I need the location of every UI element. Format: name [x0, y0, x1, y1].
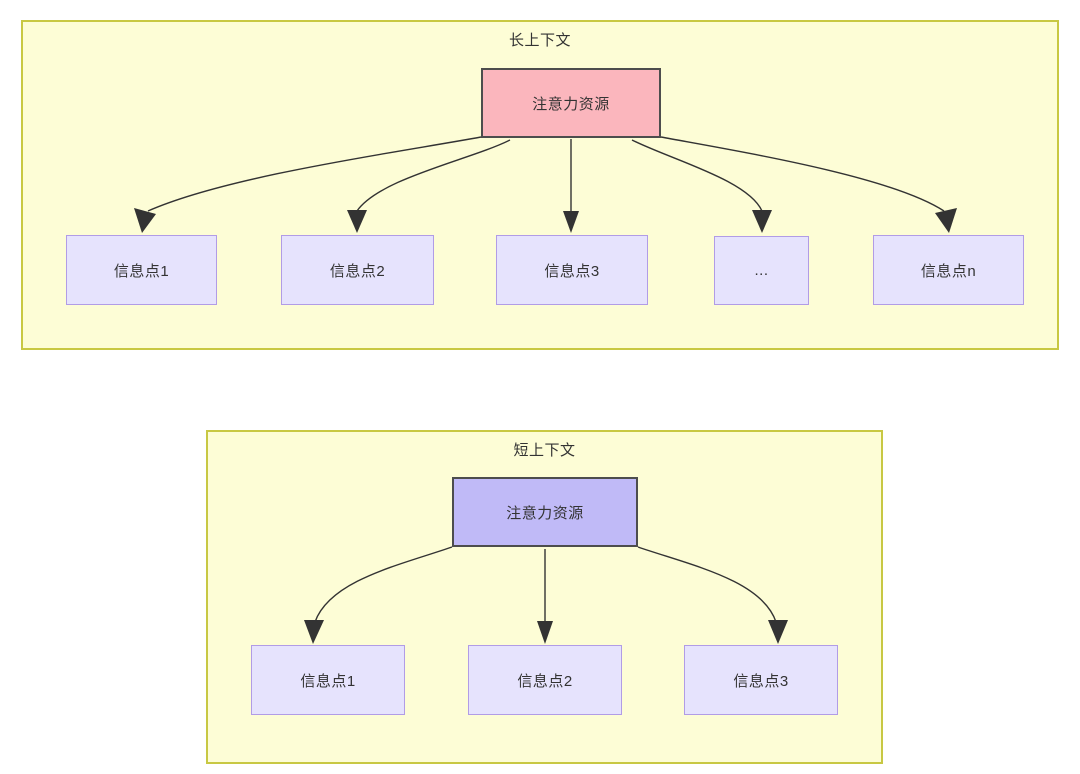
node-label: 信息点1 — [300, 672, 356, 690]
node-label: 信息点1 — [113, 262, 170, 280]
node-short-info-3[interactable]: 信息点3 — [684, 645, 838, 715]
node-label: 信息点3 — [733, 672, 789, 690]
node-long-info-n[interactable]: 信息点n — [873, 235, 1024, 305]
node-long-info-1[interactable]: 信息点1 — [66, 235, 217, 305]
node-label: 注意力资源 — [506, 504, 584, 522]
node-label: ... — [754, 262, 769, 279]
node-label: 信息点2 — [329, 262, 386, 280]
node-long-info-2[interactable]: 信息点2 — [281, 235, 434, 305]
node-long-info-ellipsis[interactable]: ... — [714, 236, 809, 305]
group-short-context-title: 短上下文 — [513, 442, 576, 459]
group-long-context-title: 长上下文 — [508, 32, 571, 49]
node-label: 信息点3 — [544, 262, 600, 280]
node-short-info-2[interactable]: 信息点2 — [468, 645, 622, 715]
node-long-info-3[interactable]: 信息点3 — [496, 235, 648, 305]
node-short-attention-resource[interactable]: 注意力资源 — [452, 477, 638, 547]
node-label: 注意力资源 — [532, 95, 610, 113]
node-long-attention-resource[interactable]: 注意力资源 — [481, 68, 661, 138]
node-short-info-1[interactable]: 信息点1 — [251, 645, 405, 715]
node-label: 信息点2 — [517, 672, 573, 690]
node-label: 信息点n — [920, 262, 977, 280]
